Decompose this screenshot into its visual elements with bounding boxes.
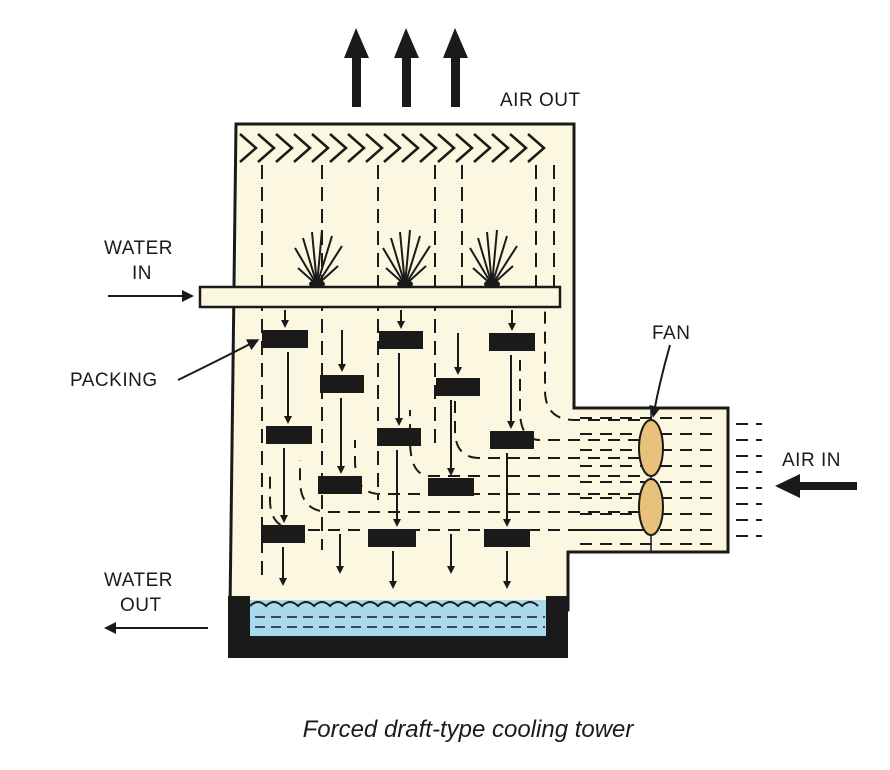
fan [638, 408, 664, 552]
air-out-arrows [344, 28, 468, 107]
water-distribution-pipe [198, 285, 562, 309]
label-water-out-line1: WATER [104, 570, 173, 591]
air-in-arrow [775, 474, 857, 498]
water-basin [228, 596, 568, 658]
packing-blocks [261, 330, 535, 547]
fan-pointer [649, 344, 671, 418]
label-packing: PACKING [70, 370, 158, 391]
label-fan: FAN [652, 323, 690, 344]
packing-pointer [177, 339, 260, 381]
spray-nozzle [469, 229, 518, 288]
drift-eliminators [239, 133, 546, 163]
spray-nozzle [294, 229, 343, 288]
water-drop-arrows [279, 310, 516, 589]
spray-nozzle [382, 229, 431, 288]
label-air-out: AIR OUT [500, 90, 581, 111]
label-water-out-line2: OUT [120, 595, 162, 616]
label-air-in: AIR IN [782, 450, 841, 471]
label-water-in-line1: WATER [104, 238, 173, 259]
figure-caption: Forced draft-type cooling tower [303, 716, 635, 743]
label-water-in-line2: IN [132, 263, 152, 284]
